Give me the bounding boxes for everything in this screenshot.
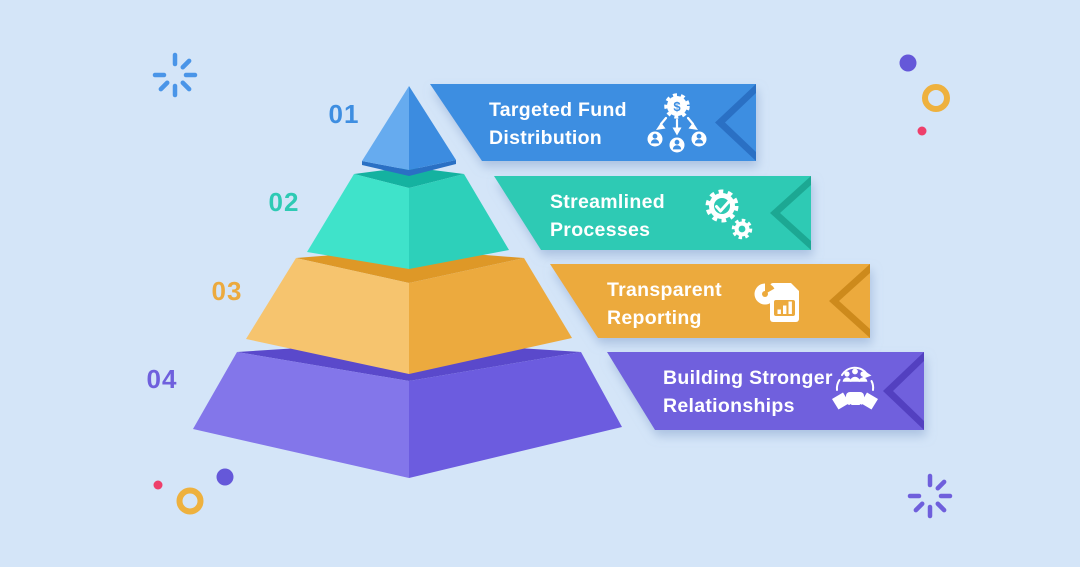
pyramid-level-2-top-face [354,167,464,188]
pyramid-level-3-right-face [409,258,572,374]
banner-level-1-ribbon [430,84,756,161]
banner-level-3: Transparent Reporting [550,264,870,338]
pyramid-level-1-under-face [362,160,456,176]
dot-pink-top-right [917,126,927,136]
banner-level-3-label-line2: Reporting [607,307,702,329]
banner-level-3-label-line1: Transparent [607,279,722,301]
banner-level-4-label-line2: Relationships [663,395,795,417]
dot-purple-bottom-left [216,468,234,486]
banner-level-4: Building Stronger Relationships [607,352,924,430]
banner-level-3-fold [839,273,870,329]
banner-level-2-label-line1: Streamlined [550,191,665,213]
pyramid-level-1-left-face [362,86,409,170]
pyramid-level-1-right-face [409,86,456,170]
dot-purple-top-right [899,54,917,72]
relationship-icon [832,366,878,411]
banner-level-1-fold [725,93,756,152]
banner-level-2-label-line2: Processes [550,219,650,241]
level-number-04: 04 [147,364,178,394]
banner-level-2-fold [780,185,811,241]
pyramid-level-2-right-face [409,174,509,269]
fund-distribution-icon: $ [647,93,707,153]
dot-pink-bottom-left [153,480,163,490]
banner-level-3-ribbon [550,264,870,338]
pyramid-level-4-left-face [193,352,409,478]
banner-level-1: Targeted Fund Distribution $ [430,84,756,161]
pyramid [193,86,622,478]
pyramid-level-3 [246,249,572,374]
banner-level-4-fold [893,361,924,421]
pyramid-level-2 [307,167,509,269]
pyramid-level-3-left-face [246,258,409,374]
pyramid-level-1-apex [362,86,456,176]
gears-check-icon [705,189,753,240]
starburst-icon-bottom-right [907,473,953,519]
banner-level-2: Streamlined Processes [494,176,811,250]
banner-level-1-label-line1: Targeted Fund [489,99,627,121]
level-number-01: 01 [329,99,360,129]
level-number-03: 03 [212,276,243,306]
ring-yellow-top-right [922,84,950,112]
banner-level-2-ribbon [494,176,811,250]
dollar-glyph: $ [673,99,681,114]
pyramid-level-4-right-face [409,352,622,478]
banner-level-4-ribbon [607,352,924,430]
banner-level-4-label-line1: Building Stronger [663,367,833,389]
starburst-icon-top-left [152,52,198,98]
level-number-02: 02 [269,187,300,217]
ring-yellow-bottom-left [176,487,204,515]
report-icon [754,282,799,322]
pyramid-level-2-left-face [307,174,409,269]
banner-level-1-label-line2: Distribution [489,127,602,149]
